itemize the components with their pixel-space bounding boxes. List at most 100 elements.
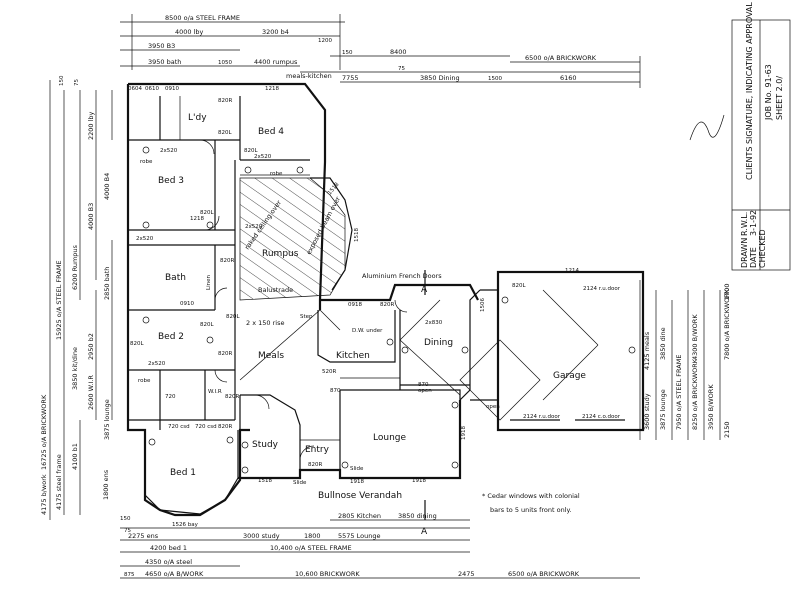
right-dim-bwork-3950: 3950 B/WORK <box>707 384 715 430</box>
note-step: Step <box>300 314 313 320</box>
checked-label: CHECKED <box>758 229 767 268</box>
code-c11: 2x520 <box>136 236 154 242</box>
top-dim-steel-frame: 8500 o/a STEEL FRAME <box>165 14 240 22</box>
bottom-dim-study: 3000 study <box>243 532 280 540</box>
right-dim-1700: 1700 <box>723 283 731 300</box>
code-c9: 820L <box>244 148 258 154</box>
code-c36: 0918 <box>348 302 362 308</box>
top-dim-1050: 1050 <box>218 60 232 66</box>
bottom-dim-75: 75 <box>124 528 131 534</box>
job-number: JOB No. 91-63 <box>764 64 773 121</box>
room-label-verandah: Bullnose Verandah <box>318 491 402 501</box>
right-dim-brickwork: 8250 o/A BRICKWORK <box>691 358 699 430</box>
drawn-value: R.W.L. <box>740 212 749 236</box>
code-c4: 1218 <box>265 86 279 92</box>
window-markers <box>142 146 636 474</box>
bottom-dim-bay: 1526 bay <box>172 522 199 528</box>
room-label-dining: Dining <box>424 338 453 348</box>
right-dimensions: 3600 study 3875 lounge 7950 o/A STEEL FR… <box>639 280 731 440</box>
note-cedar-line1: * Cedar windows with colonial <box>482 492 580 500</box>
note-open-2: open <box>486 404 500 410</box>
left-dim-b1: 4100 b1 <box>71 443 79 470</box>
bottom-dimensions: 2805 Kitchen 3850 dining 2275 ens 3000 s… <box>120 512 640 579</box>
code-c42: 1506 <box>480 298 486 312</box>
code-c23: 820R <box>225 394 239 400</box>
room-labels: Bed 4 Bed 3 Bed 2 Bed 1 L'dy Bath Rumpus… <box>138 113 586 501</box>
top-dim-b4: 3200 b4 <box>262 28 289 36</box>
code-c17: 820R <box>218 351 232 357</box>
room-label-meals: Meals <box>258 351 284 361</box>
bottom-dim-1800: 1800 <box>304 532 321 540</box>
note-french-doors: Aluminium French Doors <box>362 272 442 280</box>
bottom-dim-2475: 2475 <box>458 570 475 578</box>
left-dim-steel-frame-2: 4175 steel frame <box>55 454 63 510</box>
right-dim-2150: 2150 <box>723 421 731 438</box>
top-dim-brickwork: 6500 o/A BRICKWORK <box>525 54 597 62</box>
door-window-codes: 0910 0610 0604 1218 2x520 820L 820R 2x52… <box>128 86 621 485</box>
left-dim-150: 150 <box>59 75 65 86</box>
top-dim-meals-kitchen: meals-kitchen <box>286 72 332 80</box>
section-a-bottom-label: A <box>421 527 428 537</box>
top-dim-150: 150 <box>342 50 353 56</box>
code-c25: 1518 <box>258 478 272 484</box>
room-label-garage: Garage <box>553 371 586 381</box>
room-label-wir: W.I.R <box>208 389 222 395</box>
note-dw-under: D.W. under <box>352 328 383 334</box>
left-dim-b3: 4000 B3 <box>87 203 95 230</box>
raked-ceiling-area <box>239 177 346 301</box>
bottom-dim-kitchen: 2805 Kitchen <box>338 512 381 520</box>
code-c30: 2124 r.u.door <box>583 286 621 292</box>
code-c15: 2x520 <box>148 361 166 367</box>
code-c19: 720 csd <box>168 424 190 430</box>
room-label-bed3: Bed 3 <box>158 176 184 186</box>
room-label-bed4: Bed 4 <box>258 127 284 137</box>
room-label-robe-b: robe <box>270 171 283 177</box>
section-a-top-label: A <box>421 285 428 295</box>
bottom-dim-steel-frame: 10,400 o/A STEEL FRAME <box>270 544 352 552</box>
top-dim-1200: 1200 <box>318 38 332 44</box>
left-dim-75: 75 <box>74 79 80 86</box>
code-c43: 1518 <box>327 181 341 196</box>
top-dim-1500: 1500 <box>488 76 502 82</box>
left-dim-rumpus: 6200 Rumpus <box>71 244 79 290</box>
code-c3: 0604 <box>128 86 142 92</box>
code-c29: 820L <box>512 283 526 289</box>
note-slide-1: Slide <box>293 480 307 486</box>
right-dim-steel-frame: 7950 o/A STEEL FRAME <box>675 355 683 430</box>
bottom-dim-brickwork-6500: 6500 o/A BRICKWORK <box>508 570 580 578</box>
room-label-bed1: Bed 1 <box>170 468 196 478</box>
left-dim-lounge: 3875 lounge <box>103 399 111 440</box>
bottom-dim-dining: 3850 dining <box>398 512 437 520</box>
date-label: DATE <box>749 247 758 268</box>
top-dim-dining: 3850 Dining <box>420 74 460 82</box>
top-dim-b3: 3950 B3 <box>148 42 175 50</box>
code-c7: 820R <box>218 98 232 104</box>
top-dim-ldy: 4000 lby <box>175 28 204 36</box>
code-c44: 1918 <box>350 479 364 485</box>
left-dim-brickwork: 16725 o/A BRICKWORK <box>40 394 48 470</box>
top-dimensions: 8500 o/a STEEL FRAME 4000 lby 3200 b4 39… <box>120 14 641 88</box>
room-label-entry: Entry <box>305 445 330 455</box>
drawn-label: DRAWN <box>740 238 749 268</box>
code-c37: 870 <box>330 388 341 394</box>
code-c18: 720 <box>165 394 176 400</box>
bottom-dim-150: 150 <box>120 516 131 522</box>
code-c38: 1918 <box>461 426 467 440</box>
client-signature <box>689 114 725 141</box>
top-dim-bath: 3950 bath <box>148 58 181 66</box>
door-swings <box>199 139 408 461</box>
right-dim-meals: 4125 meals <box>643 331 651 370</box>
code-c12: 820L <box>200 210 214 216</box>
code-c31: 2124 r.u.door <box>523 414 561 420</box>
room-label-ldy: L'dy <box>188 113 207 123</box>
code-c26: 870 <box>418 382 429 388</box>
date-value: 3-1-92 <box>749 210 758 236</box>
code-c2: 0610 <box>145 86 159 92</box>
code-c6: 820L <box>218 130 232 136</box>
left-dim-ens: 1800 ens <box>102 469 110 500</box>
right-dim-study: 3600 study <box>643 393 651 430</box>
code-c16: 820L <box>200 322 214 328</box>
room-label-bath: Bath <box>165 273 186 283</box>
top-dim-7755: 7755 <box>342 74 359 82</box>
code-c21: 820L <box>130 341 144 347</box>
